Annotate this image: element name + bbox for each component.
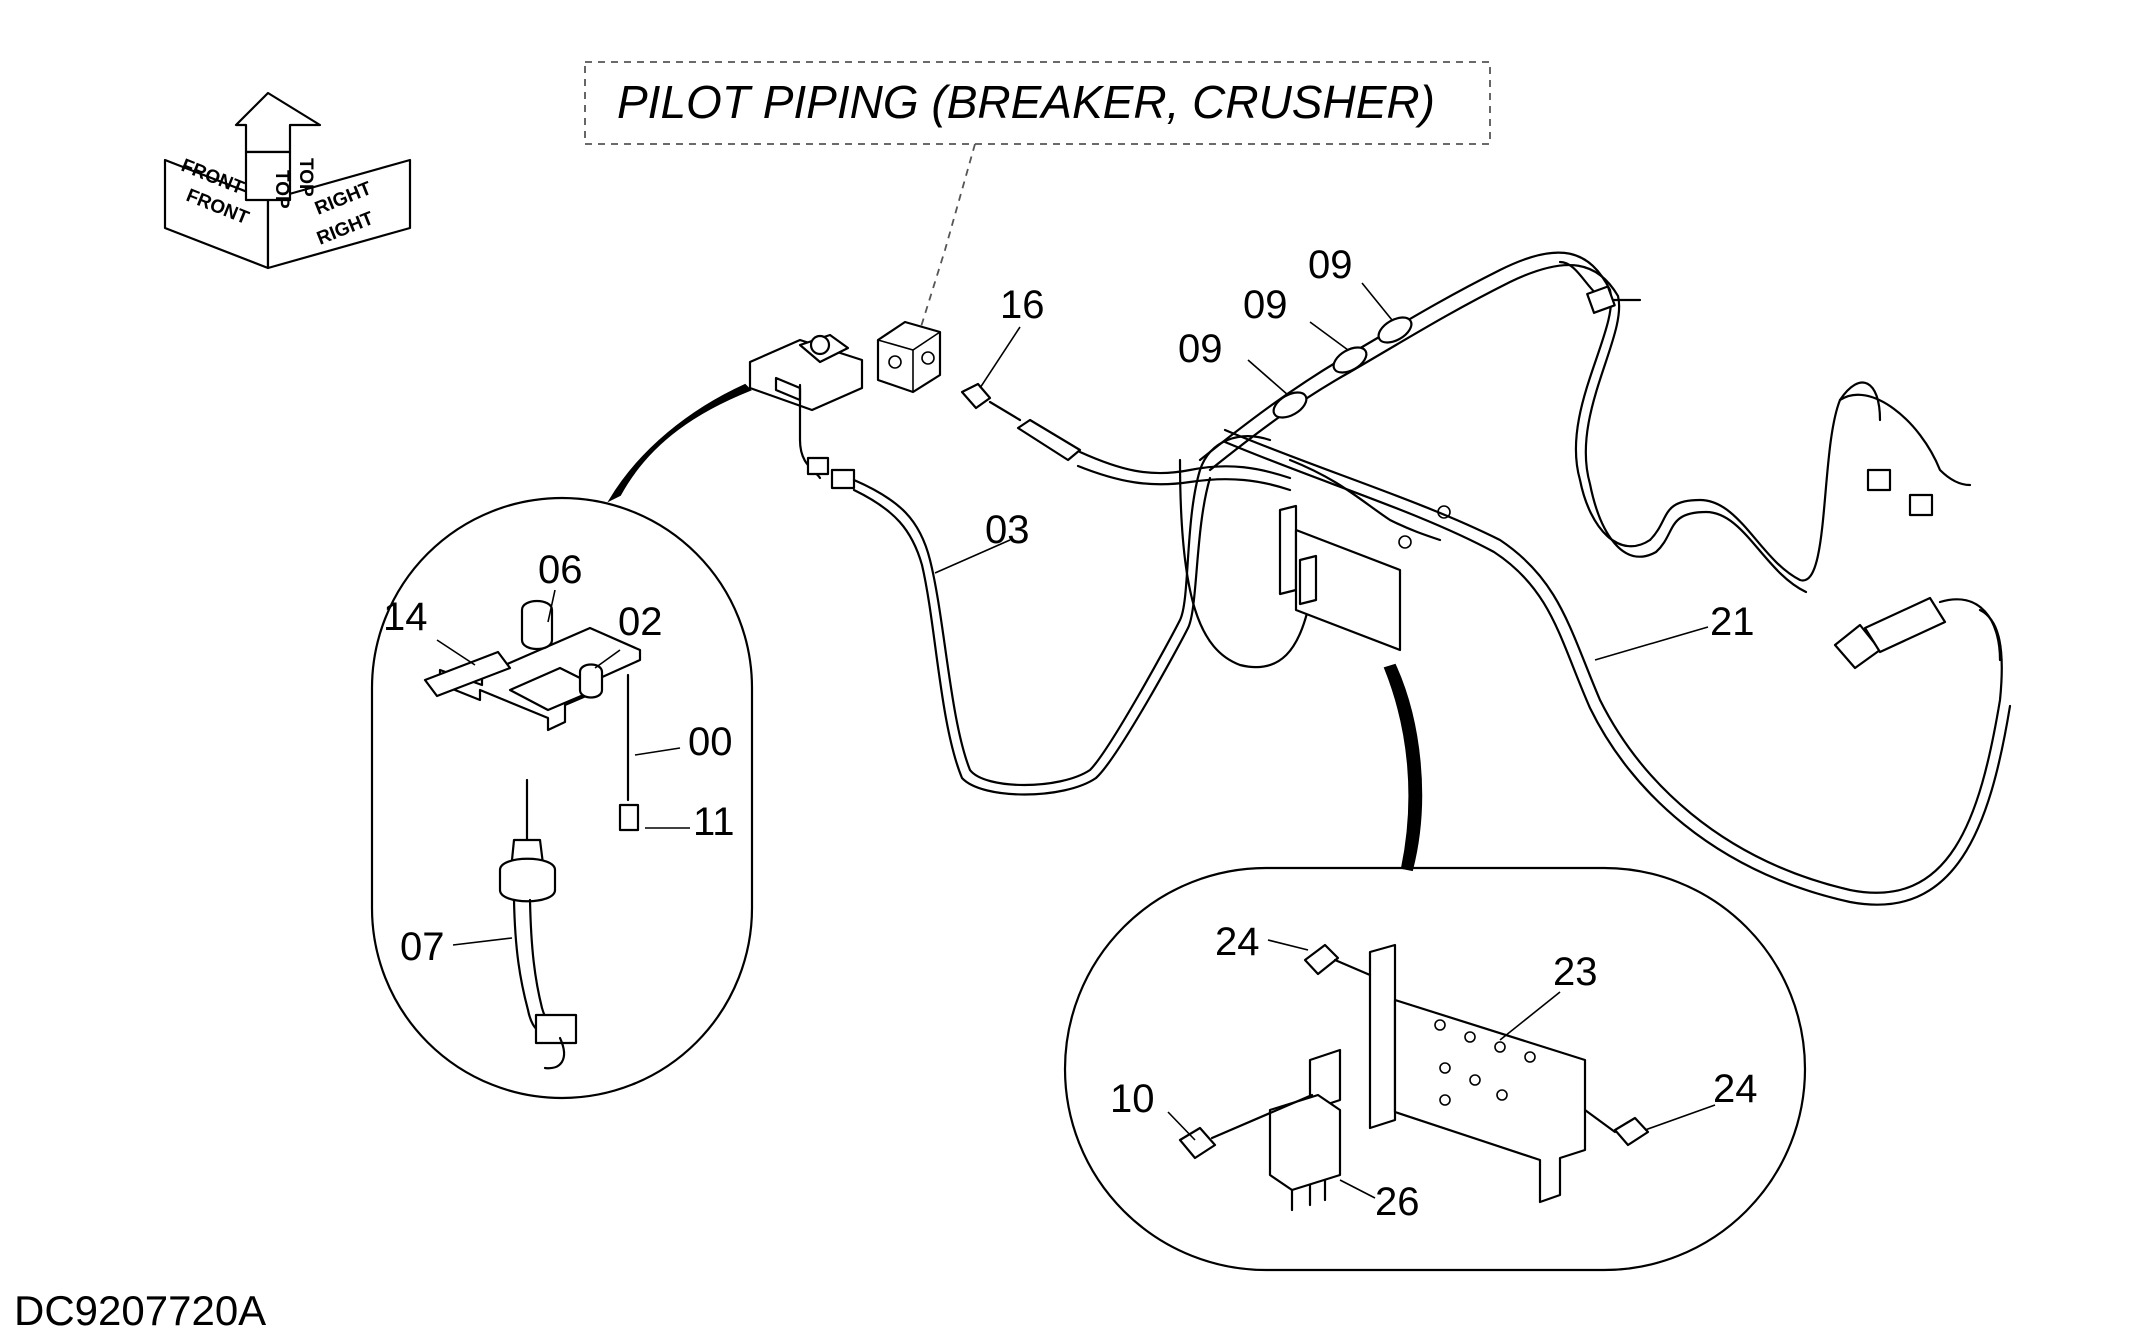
bracket-upper (1278, 504, 1402, 652)
callout-07: 07 (400, 925, 445, 969)
callout-26: 26 (1375, 1180, 1420, 1224)
hose-fitting-right (1833, 596, 2002, 670)
callout-06: 06 (538, 548, 583, 592)
callout-21: 21 (1710, 600, 1755, 644)
title-box: PILOT PIPING (BREAKER, CRUSHER) (584, 61, 1491, 331)
detail-left (370, 496, 754, 1100)
wire-harness-21 (1178, 251, 2012, 906)
callout-02: 02 (618, 600, 663, 644)
callout-24-b: 24 (1713, 1067, 1758, 1111)
cable-clamps-09 (1272, 316, 1413, 419)
callout-03: 03 (985, 508, 1030, 552)
wire-03 (798, 435, 1272, 796)
callout-11: 11 (693, 800, 735, 844)
detail-leaders (607, 383, 1423, 872)
fitting-16 (960, 382, 1022, 422)
diagram-title: PILOT PIPING (BREAKER, CRUSHER) (617, 76, 1435, 128)
direction-indicator: TOP TOP FRONT FRONT RIGHT RIGHT (163, 91, 412, 270)
drawing-code: DC9207720A (14, 1287, 266, 1334)
detail-right (1063, 866, 1807, 1272)
callout-23: 23 (1553, 950, 1598, 994)
callout-10: 10 (1110, 1077, 1155, 1121)
pilot-hose (1016, 418, 1292, 492)
pilot-valve-block (876, 320, 942, 394)
callout-14: 14 (383, 595, 428, 639)
switch-assembly-upper (748, 333, 864, 442)
direction-top-label: TOP (271, 170, 292, 209)
callout-09-c: 09 (1308, 243, 1353, 287)
callout-16: 16 (1000, 283, 1045, 327)
direction-top-label-2: TOP (295, 158, 316, 197)
callout-24-a: 24 (1215, 920, 1260, 964)
callout-09-b: 09 (1243, 283, 1288, 327)
callout-leaders (436, 282, 1716, 1199)
callout-09-a: 09 (1178, 327, 1223, 371)
callout-labels: 16 03 09 09 09 21 06 14 02 00 11 07 24 2… (383, 243, 1758, 1224)
callout-00: 00 (688, 720, 733, 764)
